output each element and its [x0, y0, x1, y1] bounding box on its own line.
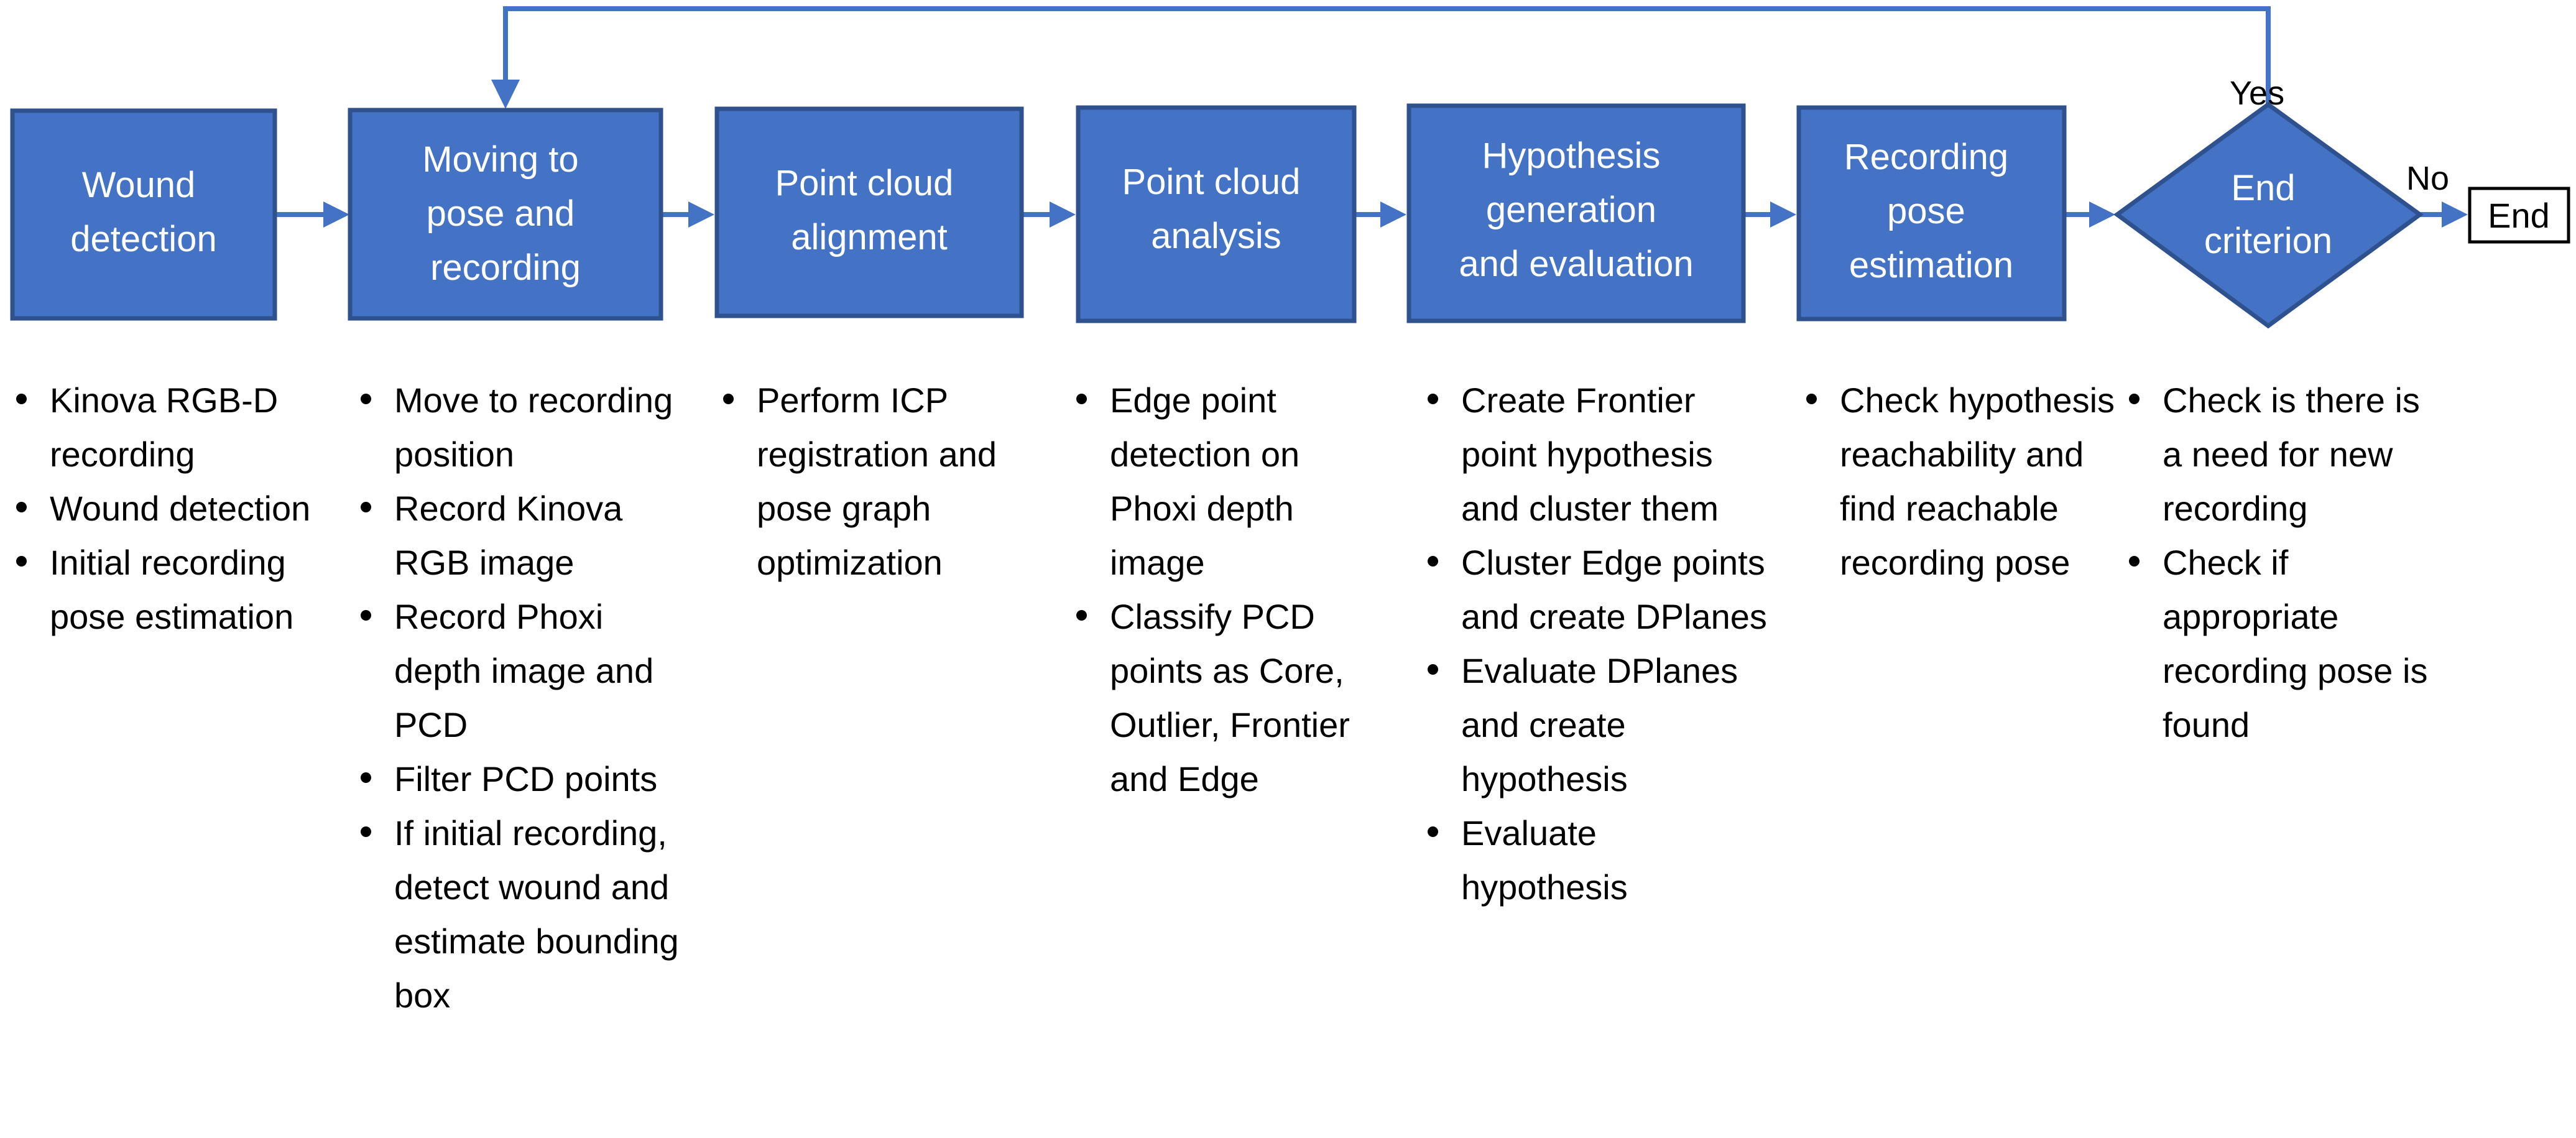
list-item: Record Phoxi depth image and PCD — [357, 590, 686, 752]
list-item: Check is there is a need for new recordi… — [2125, 373, 2449, 535]
step-label-line: estimation — [1849, 245, 2013, 285]
svg-text:Point cloud alignment: Point cloud alignment — [775, 163, 963, 257]
list-item: Edge point detection on Phoxi depth imag… — [1073, 373, 1396, 590]
list-item: Initial recording pose estimation — [12, 535, 330, 644]
list-item: Check hypothesis reachability and find r… — [1803, 373, 2126, 590]
step-2-bullets: Move to recording position Record Kinova… — [357, 373, 686, 1022]
step-6-bullets: Check hypothesis reachability and find r… — [1803, 373, 2126, 590]
list-item: Perform ICP registration and pose graph … — [719, 373, 1043, 590]
svg-text:Recording pose est: Recording pose estimation — [1844, 137, 2019, 285]
step-3-bullets: Perform ICP registration and pose graph … — [719, 373, 1043, 590]
step-recording-pose-estimation: Recording pose estimation — [1796, 105, 2067, 322]
list-item: Check if appropriate recording pose is f… — [2125, 535, 2449, 752]
step-4-bullets: Edge point detection on Phoxi depth imag… — [1073, 373, 1396, 806]
step-label-line: generation — [1486, 190, 1656, 230]
step-5-bullets: Create Frontier point hypothesis and clu… — [1424, 373, 1772, 914]
list-item: Evaluate hypothesis — [1424, 806, 1772, 914]
list-item: Wound detection — [12, 481, 330, 535]
decision-label-line: criterion — [2204, 221, 2332, 261]
step-label-line: alignment — [791, 217, 947, 257]
step-label-line: Hypothesis — [1482, 136, 1660, 176]
step-label-line: detection — [70, 219, 216, 259]
edge-1-2 — [275, 201, 349, 228]
edge-3-4 — [1022, 201, 1076, 228]
list-item: If initial recording, detect wound and e… — [357, 806, 686, 1022]
svg-text:Wound detection: Wound detection — [70, 165, 216, 259]
feedback-loop-arrowhead — [491, 80, 520, 109]
decision-end-criterion: End criterion — [2113, 101, 2424, 329]
list-item: Classify PCD points as Core, Outlier, Fr… — [1073, 590, 1396, 806]
step-label-line: Wound — [82, 165, 196, 205]
list-item: Cluster Edge points and create DPlanes — [1424, 535, 1772, 644]
step-label-line: and evaluation — [1459, 244, 1693, 284]
step-label-line: pose and — [427, 193, 575, 234]
list-item: Move to recording position — [357, 373, 686, 481]
no-label: No — [2406, 160, 2449, 197]
step-label-line: Point cloud — [775, 163, 953, 203]
list-item: Create Frontier point hypothesis and clu… — [1424, 373, 1772, 535]
step-label-line: recording — [430, 247, 581, 288]
list-item: Kinova RGB-D recording — [12, 373, 330, 481]
step-point-cloud-analysis: Point cloud analysis — [1076, 105, 1357, 323]
svg-text:Moving to pose and: Moving to pose and recording — [422, 139, 589, 288]
step-moving-to-pose-and-recording: Moving to pose and recording — [348, 108, 663, 321]
edge-6-decision — [2064, 201, 2115, 228]
svg-text:End criterion: End criterion — [2204, 168, 2332, 261]
step-1-bullets: Kinova RGB-D recording Wound detection I… — [12, 373, 330, 644]
edge-decision-end — [2420, 201, 2468, 228]
list-item: Evaluate DPlanes and create hypothesis — [1424, 644, 1772, 806]
step-label-line: Moving to — [422, 139, 578, 180]
decision-bullets: Check is there is a need for new recordi… — [2125, 373, 2449, 752]
step-label-line: pose — [1887, 191, 1965, 231]
decision-label-line: End — [2231, 168, 2295, 208]
step-label-line: Recording — [1844, 137, 2008, 177]
svg-text:Point cloud analysis: Point cloud analysis — [1122, 162, 1310, 256]
end-label: End — [2488, 196, 2550, 235]
step-point-cloud-alignment: Point cloud alignment — [714, 106, 1024, 318]
list-item: Record Kinova RGB image — [357, 481, 686, 590]
list-item: Filter PCD points — [357, 752, 686, 806]
edge-2-3 — [661, 201, 714, 228]
edge-5-6 — [1743, 201, 1796, 228]
step-wound-detection: Wound detection — [10, 108, 277, 321]
step-label-line: analysis — [1151, 216, 1281, 256]
edge-4-5 — [1354, 201, 1406, 228]
feedback-loop-edge — [503, 6, 2271, 106]
yes-label: Yes — [2230, 75, 2284, 112]
svg-text:Hypothesis generation: Hypothesis generation and evaluation — [1459, 136, 1693, 284]
step-hypothesis-generation-and-evaluation: Hypothesis generation and evaluation — [1406, 103, 1746, 323]
step-label-line: Point cloud — [1122, 162, 1300, 202]
end-terminal: End — [2468, 187, 2570, 244]
